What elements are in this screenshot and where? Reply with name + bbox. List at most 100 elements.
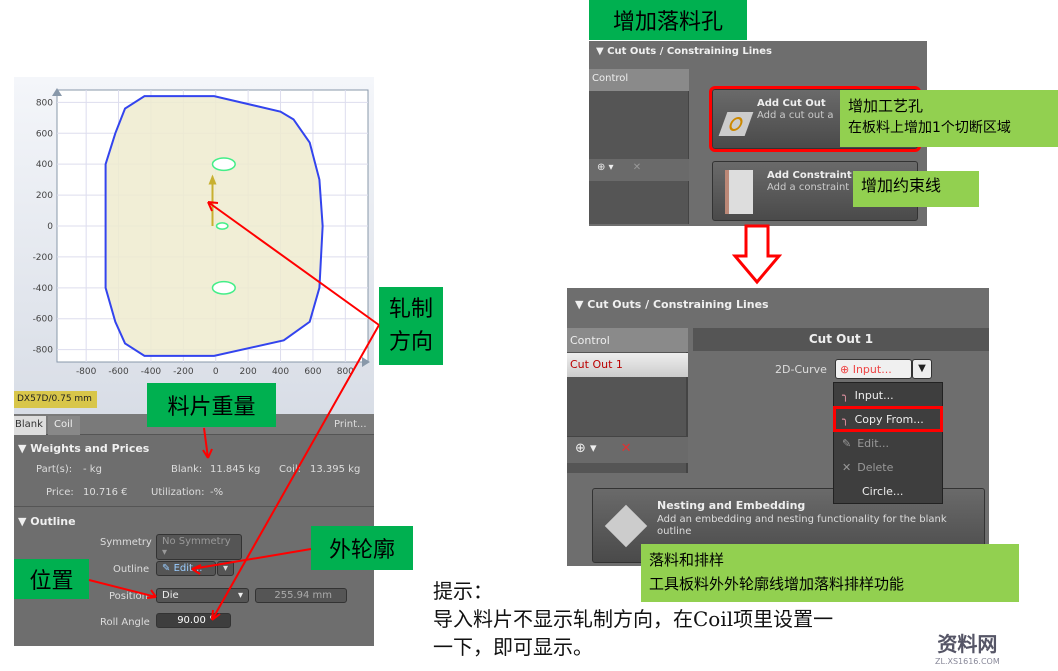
add-constraint-desc: Add a constraint	[767, 182, 850, 193]
curve-menu: ╮Input... ╮Copy From... ✎Edit... ✕Delete…	[833, 382, 943, 504]
x-tick-label: 800	[337, 367, 354, 377]
blank-weight-label: Blank:	[171, 464, 203, 475]
add-cutout-icon[interactable]: ⊕ ▾	[575, 441, 597, 456]
nesting-title: Nesting and Embedding	[657, 499, 806, 512]
control-header-2: Control	[567, 328, 688, 352]
y-tick-label: 600	[36, 129, 53, 139]
x-tick-label: 600	[304, 367, 321, 377]
y-tick-label: -800	[33, 346, 54, 356]
curve-dropdown-button[interactable]: ▼	[912, 359, 932, 379]
watermark-logo: 资料网 ZL.XS1616.COM	[935, 632, 1000, 666]
y-tick-label: 0	[47, 222, 53, 232]
callout-add-blanking-hole: 增加落料孔	[589, 0, 747, 40]
y-tick-label: 400	[36, 160, 53, 170]
cutouts-header-2: Cut Outs / Constraining Lines	[587, 298, 769, 311]
outline-title: Outline	[30, 515, 76, 528]
x-tick-label: -200	[173, 367, 194, 377]
blank-outline	[104, 95, 324, 357]
menu-item-circle[interactable]: Circle...	[862, 484, 904, 498]
tab-blank[interactable]: Blank	[14, 416, 46, 435]
y-tick-label: 200	[36, 191, 53, 201]
add-cutout-list-button[interactable]: ⊕ ▾ ✕	[589, 159, 689, 181]
x-tick-label: -800	[76, 367, 97, 377]
parts-label: Part(s):	[36, 464, 73, 475]
menu-item-edit[interactable]: ✎Edit...	[842, 436, 890, 450]
cutout-ellipse	[211, 157, 236, 172]
position-select[interactable]: Die▾	[156, 588, 249, 603]
pencil-icon: ✎	[842, 436, 852, 450]
tip-line-2: 一下，即可显示。	[433, 635, 593, 659]
callout-add-process-hole: 增加工艺孔在板料上增加1个切断区域	[840, 90, 1058, 147]
blank-plot[interactable]: -800 -600 -400 -200 0 200 400 600 800 800 600 400 20…	[14, 77, 374, 415]
utilization-label: Utilization:	[151, 487, 205, 498]
weights-title: Weights and Prices	[30, 442, 150, 455]
constraint-icon	[725, 170, 753, 214]
y-tick-label: -600	[33, 315, 54, 325]
curve-copy-icon: ╮	[842, 412, 849, 426]
price-value: 10.716 €	[83, 487, 128, 498]
add-cutout-title: Add Cut Out	[757, 98, 826, 109]
callout-position: 位置	[14, 559, 89, 599]
roll-angle-input[interactable]: 90.00 °	[156, 613, 231, 628]
cutout-ellipse	[215, 222, 229, 230]
outline-label: Outline	[113, 564, 150, 575]
cutouts-header: Cut Outs / Constraining Lines	[607, 46, 772, 57]
tab-coil[interactable]: Coil	[48, 416, 80, 435]
blank-weight-value: 11.845 kg	[210, 464, 261, 475]
menu-item-delete[interactable]: ✕Delete	[842, 460, 894, 474]
cutout-icon	[718, 112, 754, 136]
cutouts-panel-bottom: ▼ Cut Outs / Constraining Lines Control …	[567, 288, 989, 566]
symmetry-label: Symmetry	[100, 537, 152, 548]
tip-title: 提示：	[433, 579, 493, 603]
x-tick-label: 400	[272, 367, 289, 377]
add-constraint-title: Add Constraint	[767, 170, 852, 181]
y-tick-label: -400	[33, 284, 54, 294]
detail-title: Cut Out 1	[693, 328, 989, 351]
blank-plot-area: -800 -600 -400 -200 0 200 400 600 800 800 600 400 20…	[14, 77, 374, 415]
callout-blank-weight: 料片重量	[147, 383, 276, 427]
curve-add-icon: ╮	[842, 388, 849, 402]
coil-weight-value: 13.395 kg	[310, 464, 361, 475]
coil-weight-label: Coil:	[279, 464, 302, 475]
callout-add-constraint: 增加约束线	[853, 171, 979, 207]
tip-note: 提示： 导入料片不显示轧制方向，在Coil项里设置一 一下，即可显示。	[433, 577, 833, 661]
callout-roll-direction: 轧制 方向	[379, 287, 443, 365]
x-tick-label: 0	[213, 367, 219, 377]
nesting-desc: Add an embedding and nesting functionali…	[657, 514, 947, 537]
symmetry-select[interactable]: No Symmetry ▾	[156, 534, 242, 560]
down-arrow-icon	[732, 224, 782, 285]
list-toolbar: ⊕ ▾ ✕	[567, 436, 688, 463]
position-label: Position	[109, 591, 148, 602]
y-tick-label: 800	[36, 98, 53, 108]
nesting-icon	[604, 504, 648, 548]
x-tick-label: 200	[240, 367, 257, 377]
add-cutout-desc: Add a cut out a	[757, 110, 834, 121]
curve-label: 2D-Curve	[775, 363, 827, 376]
menu-item-copy-from[interactable]: ╮Copy From...	[833, 406, 943, 432]
utilization-value: -%	[210, 487, 224, 498]
list-item-cut-out-1[interactable]: Cut Out 1	[567, 353, 688, 377]
delete-icon[interactable]: ✕	[620, 441, 632, 456]
callout-nesting: 落料和排样工具板料外外轮廓线增加落料排样功能	[641, 544, 1019, 602]
control-header: Control	[589, 69, 689, 91]
print-button[interactable]: Print...	[334, 419, 367, 430]
weights-section-header[interactable]: ▼ Weights and Prices	[18, 442, 150, 455]
menu-item-input[interactable]: ╮Input...	[842, 388, 894, 402]
curve-input-button[interactable]: ⊕ Input...	[835, 359, 912, 379]
price-label: Price:	[46, 487, 74, 498]
x-icon: ✕	[842, 460, 852, 474]
outline-edit-button[interactable]: ✎ Edit...	[156, 561, 216, 576]
outline-section-header[interactable]: ▼ Outline	[18, 515, 76, 528]
parts-value: - kg	[83, 464, 102, 475]
roll-angle-label: Roll Angle	[100, 617, 150, 628]
material-badge: DX57D/0.75 mm	[14, 391, 97, 408]
position-mm-input[interactable]: 255.94 mm	[255, 588, 347, 603]
tip-line-1: 导入料片不显示轧制方向，在Coil项里设置一	[433, 607, 834, 631]
y-axis-arrow	[52, 88, 62, 96]
outline-dropdown-button[interactable]: ▾	[217, 561, 234, 576]
roll-direction-arrowhead	[208, 174, 217, 185]
x-tick-label: -600	[108, 367, 129, 377]
cutout-ellipse	[211, 280, 236, 295]
callout-outline: 外轮廓	[311, 526, 413, 570]
y-tick-label: -200	[33, 253, 54, 263]
